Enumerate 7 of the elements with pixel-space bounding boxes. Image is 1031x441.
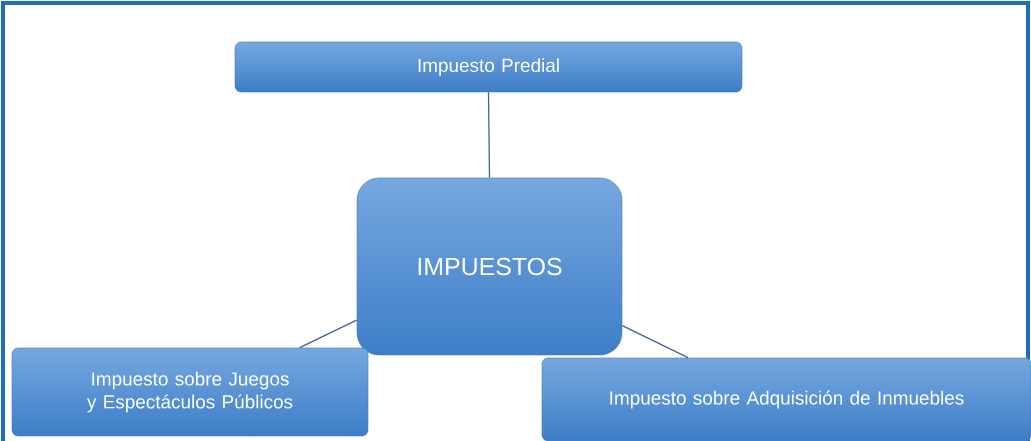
tax-box: Impuesto sobre Adquisición de Inmuebles: [541, 357, 1031, 441]
connector-line: [621, 324, 689, 359]
tax-box: Impuesto Predial: [234, 41, 743, 93]
tax-box: Impuesto sobre Juegos y Espectáculos Públicos: [11, 347, 369, 437]
connector-line: [299, 319, 358, 349]
center-box: IMPUESTOS: [356, 177, 623, 356]
connector-line: [487, 91, 491, 179]
